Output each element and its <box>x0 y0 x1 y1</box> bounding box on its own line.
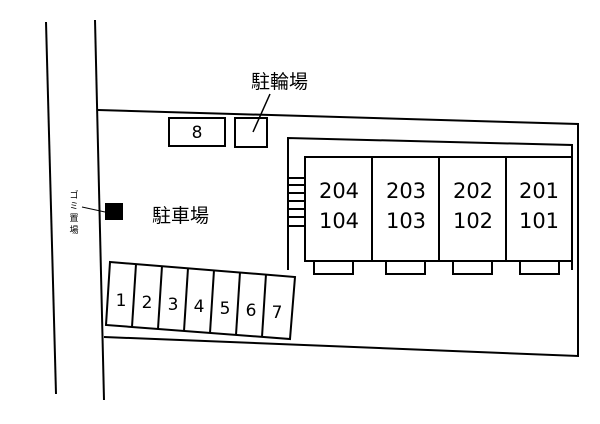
parking-slot-number: 4 <box>194 297 205 317</box>
parking-slot-number: 5 <box>220 299 231 319</box>
balcony <box>452 260 493 275</box>
bike-slot-box <box>234 117 268 148</box>
parking-slots: 1 2 3 4 5 6 7 <box>104 260 297 341</box>
unit-lower-number: 104 <box>319 209 359 233</box>
garbage-area-char-1: ゴ <box>69 189 78 201</box>
lot-boundary <box>97 109 579 358</box>
bike-slot-label: 8 <box>192 123 203 143</box>
garbage-area-char-4: 場 <box>69 224 78 236</box>
parking-slot-number: 2 <box>142 293 153 313</box>
parking-slot-number: 1 <box>116 291 127 311</box>
garbage-area-marker <box>105 203 123 220</box>
balcony <box>313 260 354 275</box>
unit-4: 201 101 <box>505 156 573 275</box>
car-parking-label: 駐車場 <box>152 205 209 227</box>
road-line-left <box>45 21 57 395</box>
bike-slot-8 <box>168 117 226 147</box>
unit-3: 202 102 <box>438 156 507 275</box>
parking-slot-number: 7 <box>272 303 283 323</box>
balcony <box>385 260 426 275</box>
unit-upper-number: 202 <box>453 179 493 203</box>
unit-1: 204 104 <box>304 156 373 275</box>
road-line-right <box>94 19 105 401</box>
unit-upper-number: 203 <box>386 179 426 203</box>
parking-slot-number: 6 <box>246 301 257 321</box>
garbage-area-char-2: ミ <box>69 202 78 212</box>
bicycle-parking-label: 駐輪場 <box>251 71 308 93</box>
unit-lower-number: 101 <box>519 209 559 233</box>
unit-upper-number: 201 <box>519 179 559 203</box>
garbage-area-char-3: 置 <box>69 213 78 224</box>
balcony <box>519 260 560 275</box>
parking-slots-outline <box>104 260 297 341</box>
parking-slot-number: 3 <box>168 295 179 315</box>
stairs <box>287 177 306 227</box>
unit-upper-number: 204 <box>319 179 359 203</box>
garbage-area-leader <box>81 206 106 213</box>
unit-lower-number: 103 <box>386 209 426 233</box>
bicycle-parking-leader <box>252 93 271 133</box>
unit-lower-number: 102 <box>453 209 493 233</box>
unit-2: 203 103 <box>371 156 440 275</box>
